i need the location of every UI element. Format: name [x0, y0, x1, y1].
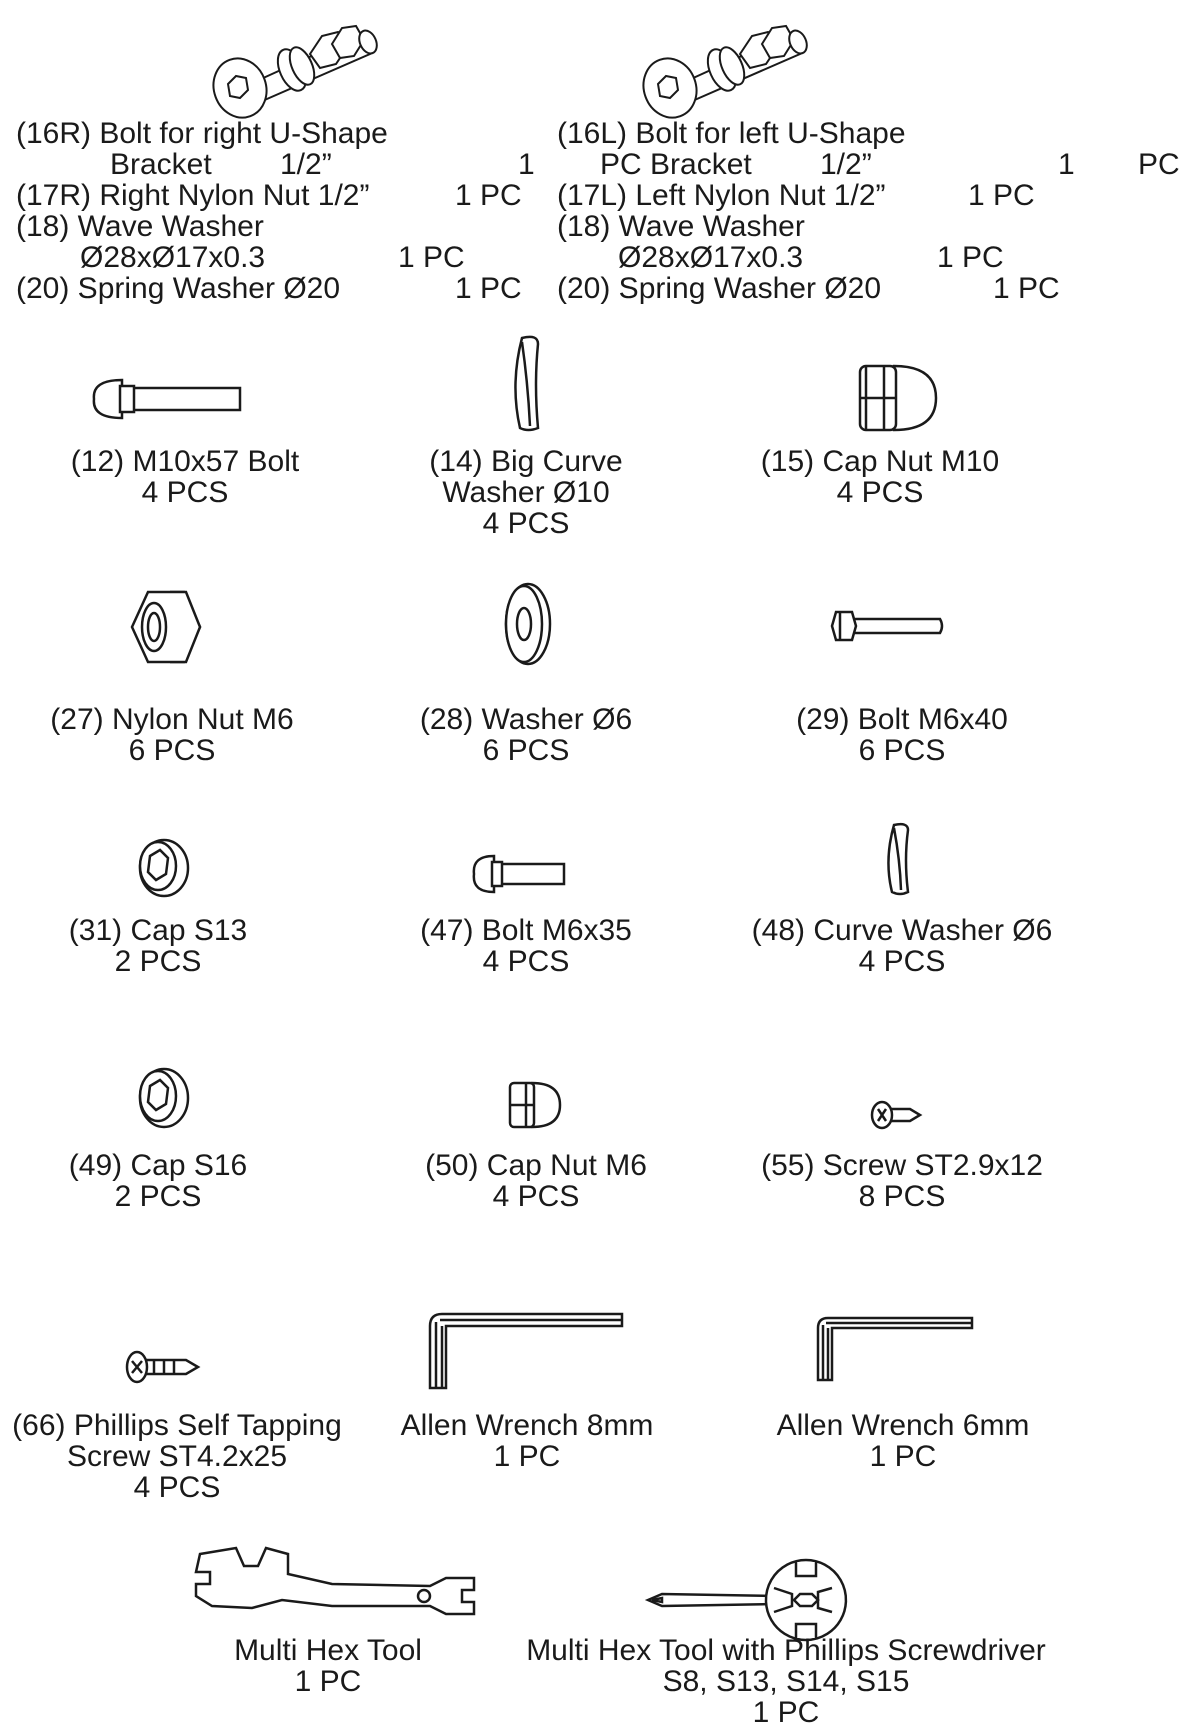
part-name-line2: Washer Ø10	[442, 476, 610, 509]
part-29-label: (29) Bolt M6x40 6 PCS	[752, 704, 1052, 766]
carriage-bolt-icon	[92, 374, 242, 424]
multi-hex-tool-label: Multi Hex Tool 1 PC	[178, 1635, 478, 1697]
self-tapping-screw-icon	[124, 1350, 200, 1384]
hex-nut-icon	[130, 588, 202, 666]
part-name: (14) Big Curve	[429, 445, 623, 478]
part-qty: 8 PCS	[858, 1180, 946, 1213]
part-16l-unit: PC	[1138, 148, 1180, 181]
cap-nut-icon	[854, 362, 938, 434]
part-47-label: (47) Bolt M6x35 4 PCS	[376, 915, 676, 977]
curve-washer-small-icon	[884, 822, 912, 896]
part-qty: 4 PCS	[141, 476, 229, 509]
curve-washer-icon	[508, 334, 544, 432]
part-name: Multi Hex Tool	[234, 1634, 422, 1667]
part-55-label: (55) Screw ST2.9x12 8 PCS	[742, 1150, 1062, 1212]
part-16r-bracket: Bracket	[110, 148, 212, 181]
part-18r-name: (18) Wave Washer	[16, 210, 264, 243]
part-17r-qty: 1 PC	[455, 179, 522, 212]
part-qty: 1 PC	[493, 1440, 561, 1473]
part-20r-qty: 1 PC	[455, 272, 522, 305]
part-name-line2: Screw ST4.2x25	[66, 1440, 288, 1473]
part-qty: 4 PCS	[482, 507, 570, 540]
part-15-label: (15) Cap Nut M10 4 PCS	[730, 446, 1030, 508]
bolt-assembly-left-icon	[640, 14, 820, 114]
part-20r-name: (20) Spring Washer Ø20	[16, 272, 341, 305]
part-qty: 4 PCS	[858, 945, 946, 978]
part-name: (29) Bolt M6x40	[796, 703, 1008, 736]
allen-wrench-8mm-icon	[428, 1312, 624, 1390]
part-name: (31) Cap S13	[68, 914, 248, 947]
cap-s16-icon	[134, 1066, 190, 1130]
part-name: Allen Wrench 6mm	[776, 1409, 1030, 1442]
multi-hex-screwdriver-label: Multi Hex Tool with Phillips Screwdriver…	[508, 1635, 1064, 1728]
cap-nut-small-icon	[506, 1080, 562, 1130]
part-20l-qty: 1 PC	[993, 272, 1060, 305]
part-14-label: (14) Big Curve Washer Ø10 4 PCS	[376, 446, 676, 539]
part-name: (55) Screw ST2.9x12	[761, 1149, 1043, 1182]
part-17l-name: (17L) Left Nylon Nut 1/2”	[557, 179, 886, 212]
part-49-label: (49) Cap S16 2 PCS	[8, 1150, 308, 1212]
hex-bolt-icon	[830, 608, 944, 644]
part-18l-size: Ø28xØ17x0.3	[618, 241, 804, 274]
part-name: Multi Hex Tool with Phillips Screwdriver	[526, 1634, 1046, 1667]
part-12-label: (12) M10x57 Bolt 4 PCS	[40, 446, 330, 508]
part-31-label: (31) Cap S13 2 PCS	[8, 915, 308, 977]
part-28-label: (28) Washer Ø6 6 PCS	[376, 704, 676, 766]
part-name: (12) M10x57 Bolt	[70, 445, 300, 478]
part-17r-name: (17R) Right Nylon Nut 1/2”	[16, 179, 370, 212]
multi-hex-tool-icon	[192, 1544, 476, 1626]
part-qty: 1 PC	[294, 1665, 362, 1698]
part-50-label: (50) Cap Nut M6 4 PCS	[386, 1150, 686, 1212]
part-18l-name: (18) Wave Washer	[557, 210, 805, 243]
part-qty: 6 PCS	[128, 734, 216, 767]
part-name: (49) Cap S16	[68, 1149, 248, 1182]
part-qty: 2 PCS	[114, 945, 202, 978]
part-48-label: (48) Curve Washer Ø6 4 PCS	[732, 915, 1072, 977]
part-16l-qty: 1	[1058, 148, 1075, 181]
carriage-bolt-small-icon	[472, 852, 566, 896]
part-name: (27) Nylon Nut M6	[50, 703, 294, 736]
part-name: (15) Cap Nut M10	[760, 445, 1000, 478]
part-qty: 6 PCS	[858, 734, 946, 767]
part-qty: 2 PCS	[114, 1180, 202, 1213]
part-20l-name: (20) Spring Washer Ø20	[557, 272, 882, 305]
part-18r-qty: 1 PC	[398, 241, 465, 274]
part-name: (50) Cap Nut M6	[425, 1149, 647, 1182]
part-qty: 4 PCS	[482, 945, 570, 978]
screw-small-icon	[870, 1100, 922, 1130]
part-qty: 6 PCS	[482, 734, 570, 767]
part-16r-name: (16R) Bolt for right U-Shape	[16, 117, 388, 150]
part-16r-size: 1/2”	[280, 148, 332, 181]
allen-wrench-6mm-label: Allen Wrench 6mm 1 PC	[748, 1410, 1058, 1472]
part-name: (66) Phillips Self Tapping	[12, 1409, 342, 1442]
part-qty: 1 PC	[869, 1440, 937, 1473]
part-27-label: (27) Nylon Nut M6 6 PCS	[22, 704, 322, 766]
part-16l-bracket: PC Bracket	[600, 148, 752, 181]
part-qty: 4 PCS	[133, 1471, 221, 1504]
flat-washer-icon	[500, 582, 552, 666]
part-16l-size: 1/2”	[820, 148, 872, 181]
part-18l-qty: 1 PC	[937, 241, 1004, 274]
part-name-line2: S8, S13, S14, S15	[662, 1665, 910, 1698]
part-16r-qty: 1	[518, 148, 535, 181]
part-name: (47) Bolt M6x35	[420, 914, 632, 947]
part-66-label: (66) Phillips Self Tapping Screw ST4.2x2…	[2, 1410, 352, 1503]
part-qty: 4 PCS	[492, 1180, 580, 1213]
part-name: (48) Curve Washer Ø6	[751, 914, 1053, 947]
allen-wrench-8mm-label: Allen Wrench 8mm 1 PC	[372, 1410, 682, 1472]
bolt-assembly-right-icon	[210, 14, 390, 114]
part-qty: 1 PC	[752, 1696, 820, 1729]
cap-s13-icon	[134, 836, 190, 898]
part-16l-name: (16L) Bolt for left U-Shape	[557, 117, 906, 150]
allen-wrench-6mm-icon	[816, 1316, 974, 1382]
part-name: Allen Wrench 8mm	[400, 1409, 654, 1442]
multi-hex-screwdriver-icon	[646, 1558, 846, 1642]
part-18r-size: Ø28xØ17x0.3	[80, 241, 266, 274]
part-name: (28) Washer Ø6	[419, 703, 633, 736]
part-qty: 4 PCS	[836, 476, 924, 509]
part-17l-qty: 1 PC	[968, 179, 1035, 212]
